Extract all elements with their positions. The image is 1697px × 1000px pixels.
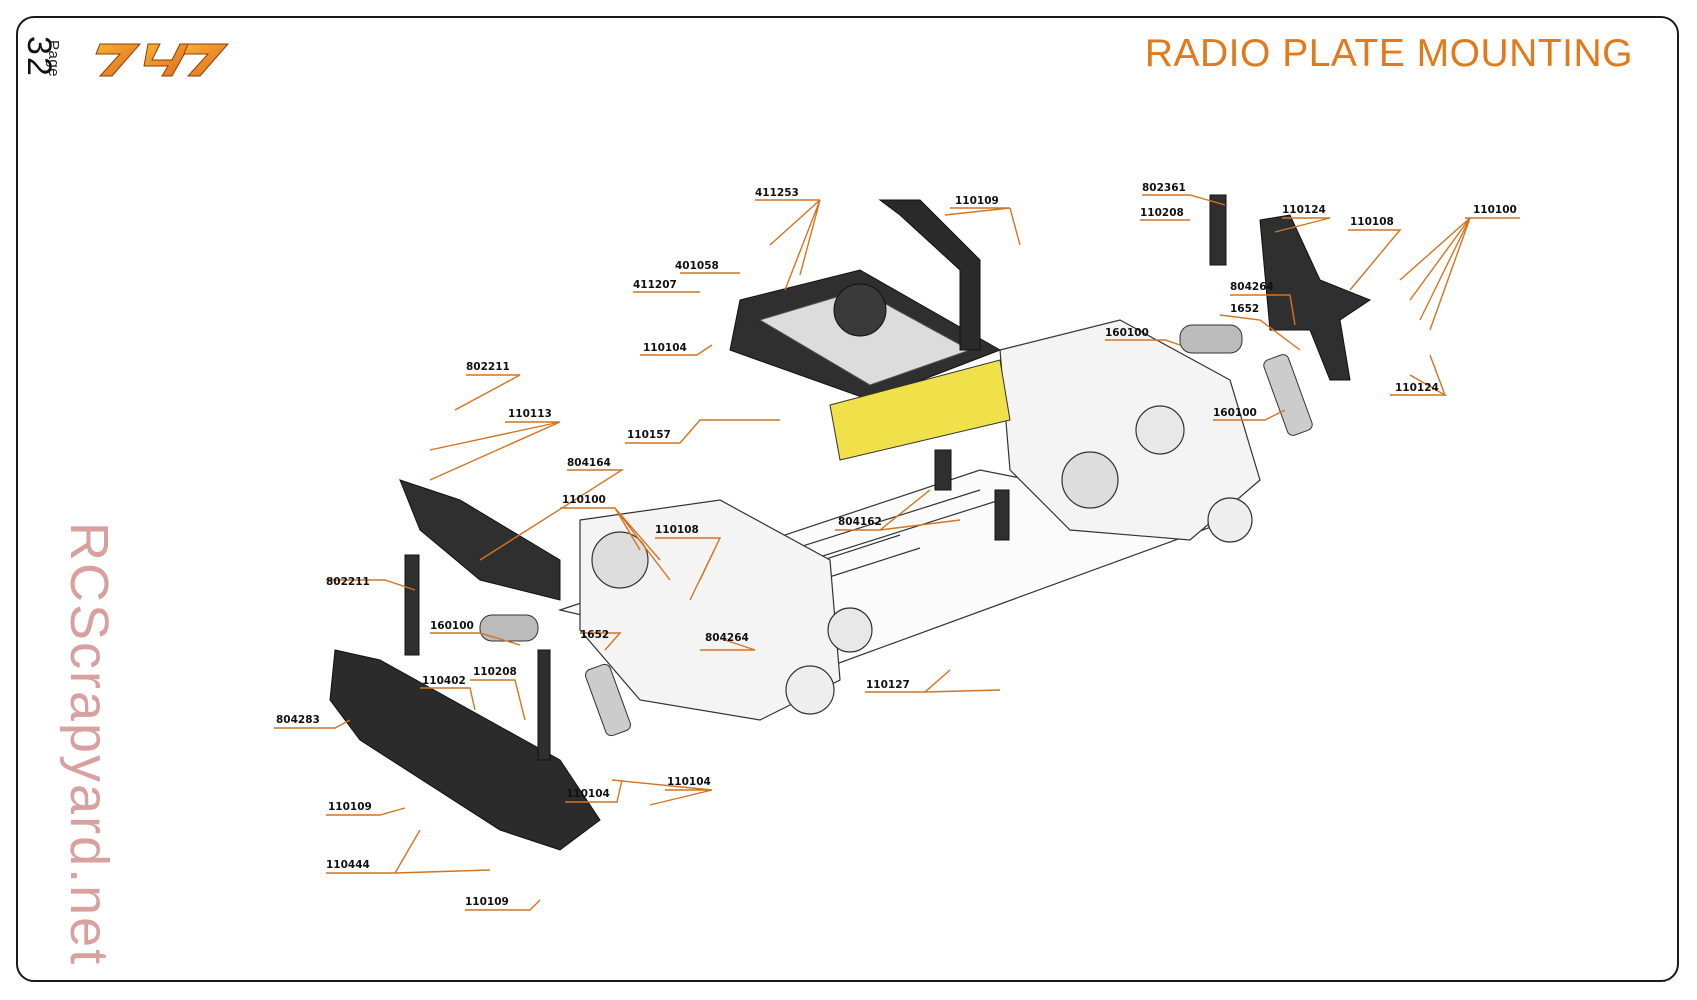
rear-upright [1259, 214, 1372, 381]
leader-lines [274, 194, 1520, 911]
part-label-110402: 110402 [422, 675, 466, 687]
part-label-1652-front: 1652 [580, 629, 609, 641]
front-body-mount [399, 479, 561, 601]
part-label-411207: 411207 [633, 279, 677, 291]
part-label-110444: 110444 [326, 859, 370, 871]
part-label-110108-rear: 110108 [1350, 216, 1394, 228]
part-label-411253: 411253 [755, 187, 799, 199]
part-label-802211-top: 802211 [466, 361, 510, 373]
part-label-110100-rear: 110100 [1473, 204, 1517, 216]
part-label-110208-top: 110208 [1140, 207, 1184, 219]
part-label-401058: 401058 [675, 260, 719, 272]
part-label-160100-rear: 160100 [1213, 407, 1257, 419]
part-label-110124-bottom: 110124 [1395, 382, 1439, 394]
part-label-110104-left: 110104 [566, 788, 610, 800]
part-label-160100-front: 160100 [430, 620, 474, 632]
part-label-110109-bottom: 110109 [465, 896, 509, 908]
part-label-110104-right: 110104 [667, 776, 711, 788]
part-label-110157: 110157 [627, 429, 671, 441]
part-label-802361: 802361 [1142, 182, 1186, 194]
shock-rear [1179, 324, 1313, 436]
part-label-110108-front: 110108 [655, 524, 699, 536]
part-label-110109-top: 110109 [955, 195, 999, 207]
part-label-1652-rear: 1652 [1230, 303, 1259, 315]
part-label-804283: 804283 [276, 714, 320, 726]
part-label-110104-top: 110104 [643, 342, 687, 354]
post-right [537, 649, 551, 761]
part-label-804264-front: 804264 [705, 632, 749, 644]
part-label-110113: 110113 [508, 408, 552, 420]
part-label-804164: 804164 [567, 457, 611, 469]
post-mid [934, 449, 952, 491]
part-label-160100-rear-top: 160100 [1105, 327, 1149, 339]
front-bumper [329, 649, 601, 851]
part-label-804162: 804162 [838, 516, 882, 528]
part-label-110109-mid: 110109 [328, 801, 372, 813]
747-logo [95, 43, 230, 77]
front-assembly [579, 499, 873, 721]
post-left [404, 554, 420, 656]
post-mid2 [994, 489, 1010, 541]
part-label-110124-top: 110124 [1282, 204, 1326, 216]
rear-assembly [999, 319, 1261, 543]
part-label-804264-rear: 804264 [1230, 281, 1274, 293]
page-title: RADIO PLATE MOUNTING [1144, 32, 1633, 75]
part-label-802211-left: 802211 [326, 576, 370, 588]
radio-plate [729, 199, 1011, 461]
shock-front [479, 614, 631, 737]
part-label-110208-front: 110208 [473, 666, 517, 678]
post-rear [1209, 194, 1227, 266]
page-frame [16, 16, 1679, 982]
part-label-110100-front: 110100 [562, 494, 606, 506]
part-label-110127: 110127 [866, 679, 910, 691]
